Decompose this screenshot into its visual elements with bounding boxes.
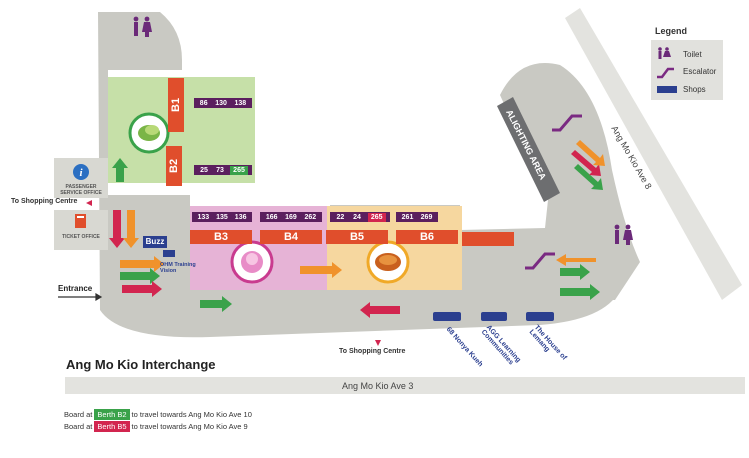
footer-prefix: Board at bbox=[64, 410, 93, 419]
service-number: 133 bbox=[197, 213, 210, 221]
service-number: 138 bbox=[234, 99, 247, 107]
to-shopping-centre-left: To Shopping Centre bbox=[11, 198, 78, 205]
berth-b5: B5 bbox=[326, 230, 388, 244]
service-plate-b5: 22 24 265 bbox=[330, 212, 390, 222]
kueh-icon bbox=[128, 112, 170, 154]
legend-label-shops: Shops bbox=[683, 85, 706, 94]
footer-line-b5: Board at Berth B5 to travel towards Ang … bbox=[64, 421, 248, 432]
service-number: 262 bbox=[304, 213, 317, 221]
pancake-icon bbox=[366, 240, 410, 284]
service-number: 86 bbox=[199, 99, 208, 107]
shop-icon bbox=[657, 86, 677, 93]
service-number: 135 bbox=[216, 213, 228, 221]
to-shopping-centre-bottom: To Shopping Centre bbox=[339, 348, 406, 355]
road-label-ave-3: Ang Mo Kio Ave 3 bbox=[342, 381, 414, 391]
service-number: 169 bbox=[285, 213, 297, 221]
svg-text:i: i bbox=[79, 167, 83, 179]
shop-68-nonya-kueh bbox=[433, 312, 461, 321]
service-plate-b6: 261 269 bbox=[396, 212, 438, 222]
legend-label-escalator: Escalator bbox=[683, 67, 717, 76]
berth-b3: B3 bbox=[190, 230, 252, 244]
service-number-highlight: 265 bbox=[230, 165, 248, 175]
cake-icon bbox=[230, 240, 274, 284]
service-number-highlight: 265 bbox=[367, 212, 386, 222]
toilet-icon bbox=[614, 224, 633, 245]
passenger-service-office-label: PASSENGER SERVICE OFFICE bbox=[60, 184, 102, 196]
berth-b6: B6 bbox=[396, 230, 458, 244]
service-number: 269 bbox=[420, 213, 433, 221]
road-ang-mo-kio-ave-3 bbox=[65, 377, 745, 394]
alighting-area-bar bbox=[497, 97, 560, 202]
berth-extra bbox=[462, 232, 514, 246]
to-shopping-bottom-arrow bbox=[375, 340, 381, 346]
footer-suffix: to travel towards Ang Mo Kio Ave 10 bbox=[131, 410, 252, 419]
service-number: 166 bbox=[265, 213, 278, 221]
ohm-label: OHM Training Vision bbox=[160, 262, 196, 274]
entrance-label: Entrance bbox=[58, 284, 93, 293]
ticket-office-icon bbox=[75, 214, 86, 228]
footer-prefix: Board at bbox=[64, 422, 93, 431]
legend-title: Legend bbox=[655, 26, 688, 36]
ohm-shop-marker bbox=[163, 250, 175, 257]
berth-b1: B1 bbox=[168, 78, 184, 132]
route-arrows-orange bbox=[120, 140, 605, 278]
shop-house-of-lemang bbox=[526, 312, 554, 321]
toilet-icon bbox=[133, 16, 152, 37]
footer-line-b2: Board at Berth B2 to travel towards Ang … bbox=[64, 409, 252, 420]
service-number: 25 bbox=[200, 166, 208, 174]
escalator-icon bbox=[552, 114, 582, 132]
service-plate-b4: 166 169 262 bbox=[260, 212, 322, 222]
service-number: 130 bbox=[215, 99, 227, 107]
toilet-icon bbox=[658, 47, 671, 59]
berth-b2-tag: Berth B2 bbox=[94, 409, 130, 420]
service-number: 24 bbox=[353, 213, 361, 221]
service-number: 73 bbox=[216, 166, 224, 174]
service-plate-b2: 25 73 265 bbox=[194, 165, 252, 175]
info-icon bbox=[73, 164, 89, 180]
buzz-shop: Buzz bbox=[143, 236, 167, 248]
route-arrows-green bbox=[112, 158, 603, 312]
shop-agg-learning bbox=[481, 312, 507, 321]
berth-b2: B2 bbox=[166, 146, 182, 186]
escalator-icon bbox=[657, 67, 674, 79]
berth-b5-tag: Berth B5 bbox=[94, 421, 130, 432]
entrance-arrow bbox=[58, 292, 103, 302]
footer-suffix: to travel towards Ang Mo Kio Ave 9 bbox=[131, 422, 248, 431]
service-number: 136 bbox=[234, 213, 247, 221]
route-arrows-red bbox=[109, 150, 601, 318]
ticket-office-label: TICKET OFFICE bbox=[62, 234, 100, 240]
to-shopping-left-arrow bbox=[86, 200, 92, 206]
service-number: 22 bbox=[336, 213, 345, 221]
legend-label-toilet: Toilet bbox=[683, 50, 702, 59]
road-ang-mo-kio-ave-8 bbox=[565, 8, 742, 300]
service-number: 261 bbox=[401, 213, 414, 221]
escalator-icon bbox=[525, 252, 555, 270]
service-plate-b3: 133 135 136 bbox=[192, 212, 252, 222]
service-plate-b1: 86 130 138 bbox=[194, 98, 252, 108]
map-title: Ang Mo Kio Interchange bbox=[66, 357, 216, 372]
berth-b4: B4 bbox=[260, 230, 322, 244]
